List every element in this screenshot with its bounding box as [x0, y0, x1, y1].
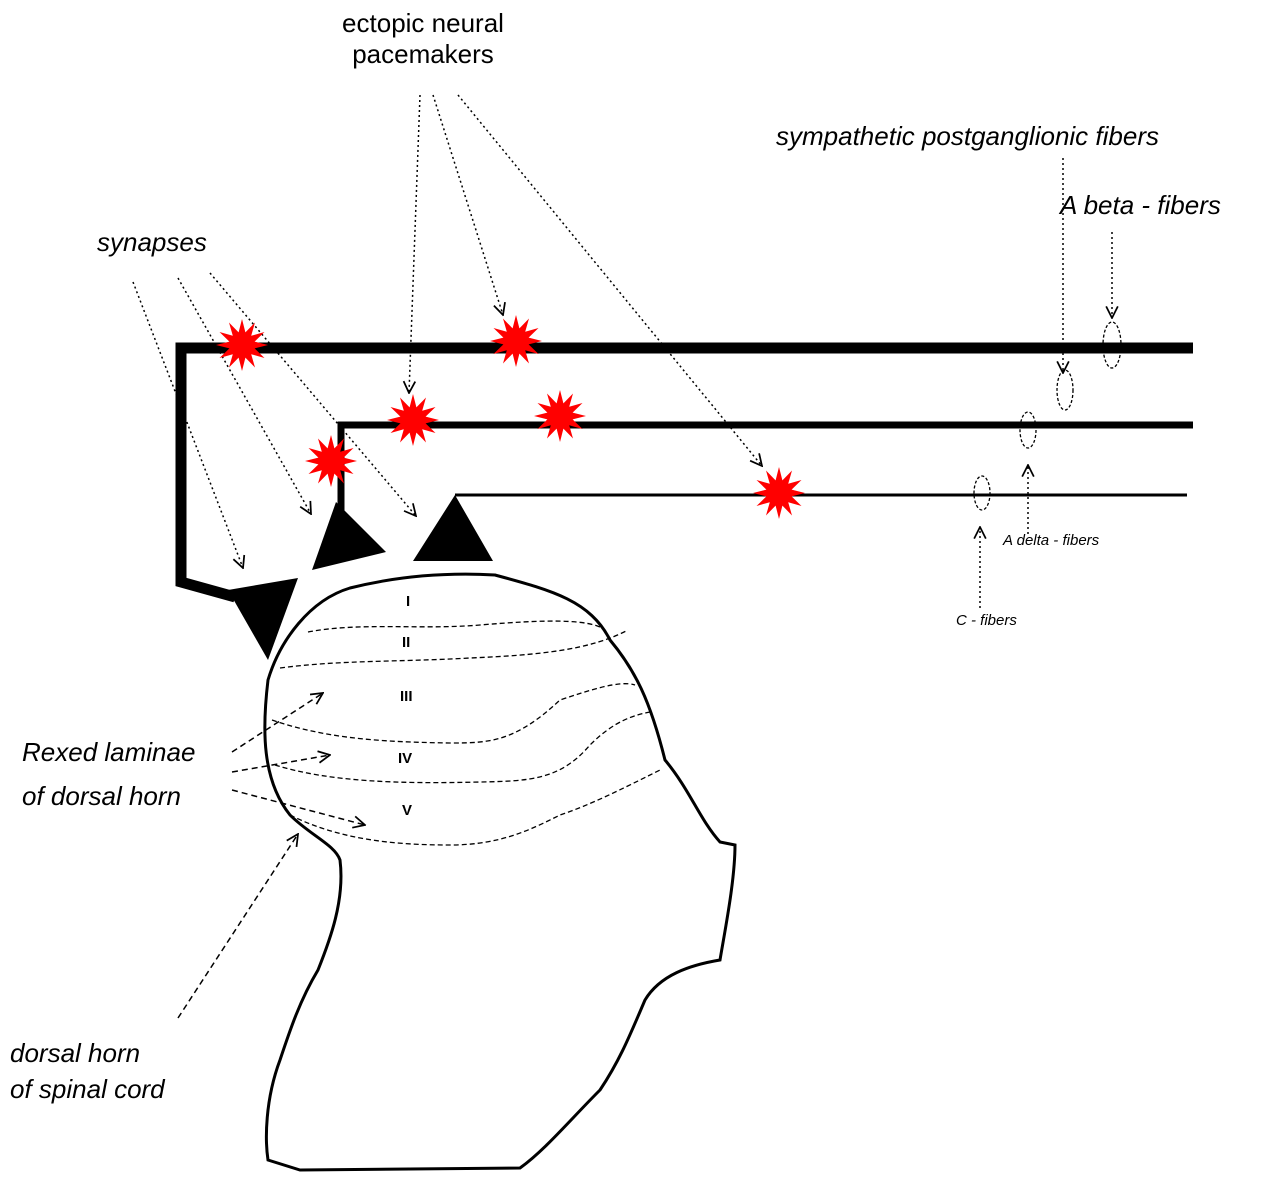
a-delta-fibers-label: A delta - fibers — [1003, 532, 1099, 550]
synapse-terminals — [228, 495, 493, 660]
lamina-label-1: I — [406, 593, 410, 611]
c-fibers-label: C - fibers — [956, 612, 1017, 630]
pacemaker-pointer-3 — [458, 95, 762, 466]
pacemaker-burst-a-delta-2 — [534, 390, 586, 442]
lamina-label-2: II — [402, 634, 410, 652]
rexed-pointer-3 — [232, 693, 323, 752]
pacemaker-burst-a-beta — [490, 315, 542, 367]
pacemaker-pointer-2 — [433, 95, 503, 315]
dorsal-label-line1: dorsal horn — [10, 1035, 165, 1071]
rexed-lamina-boundaries — [272, 621, 660, 845]
c-fiber-cross-section — [974, 476, 990, 510]
a-beta-terminal — [228, 578, 298, 660]
rexed-label-line2: of dorsal horn — [22, 774, 195, 818]
ectopic-pacemakers-label: ectopic neural pacemakers — [308, 8, 538, 70]
lamina-label-5: V — [402, 802, 412, 820]
dorsal-horn-pointer — [178, 834, 298, 1018]
synapse-pointer-3 — [210, 273, 416, 516]
rexed-label-line1: Rexed laminae — [22, 730, 195, 774]
dorsal-horn-label: dorsal horn of spinal cord — [10, 1035, 165, 1107]
synapse-pointer-2 — [178, 278, 311, 514]
rexed-pointer-4 — [232, 755, 330, 772]
ectopic-label-line2: pacemakers — [308, 39, 538, 70]
rexed-laminae-label: Rexed laminae of dorsal horn — [22, 730, 195, 818]
synapse-burst-a-delta — [305, 435, 357, 487]
pacemaker-burst-a-delta-1 — [387, 394, 439, 446]
synapses-label: synapses — [97, 227, 207, 258]
a-beta-fibers-label: A beta - fibers — [1060, 190, 1221, 221]
dorsal-horn-outline — [265, 574, 735, 1170]
sympathetic-cross-section — [1057, 370, 1073, 410]
a-delta-terminal — [312, 502, 386, 570]
sympathetic-fibers-label: sympathetic postganglionic fibers — [776, 121, 1159, 152]
dorsal-label-line2: of spinal cord — [10, 1071, 165, 1107]
synapse-burst-a-beta — [216, 319, 268, 371]
pacemaker-burst-c-fiber — [753, 467, 805, 519]
c-fiber-terminal — [413, 495, 493, 561]
lamina-label-4: IV — [398, 750, 412, 768]
lamina-label-3: III — [400, 688, 413, 706]
synapse-pointer-1 — [133, 282, 243, 568]
ectopic-label-line1: ectopic neural — [308, 8, 538, 39]
a-delta-cross-section — [1020, 412, 1036, 448]
